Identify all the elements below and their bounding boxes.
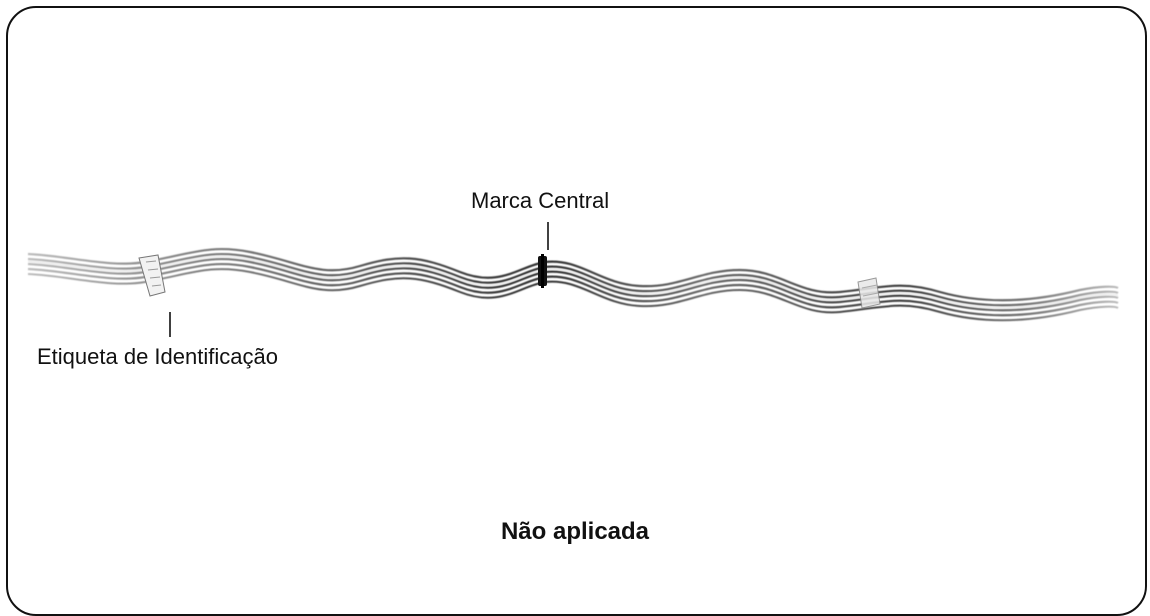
center-mark-label: Marca Central <box>471 188 610 213</box>
identification-tag <box>138 254 166 297</box>
rod-strand-2 <box>27 252 1119 307</box>
rod-strand-4 <box>27 262 1119 317</box>
rod-highlight <box>27 255 1119 309</box>
gripping-band <box>857 277 881 309</box>
id-tag-label: Etiqueta de Identificação <box>37 344 278 369</box>
rod-strand-1 <box>27 247 1119 302</box>
rod-strand-5 <box>27 268 1119 322</box>
diagram-caption: Não aplicada <box>500 518 650 545</box>
center-mark <box>538 254 547 288</box>
rod-strand-3 <box>27 257 1119 312</box>
helical-rod-bundle <box>27 247 1119 322</box>
diagram-canvas <box>27 222 1119 337</box>
